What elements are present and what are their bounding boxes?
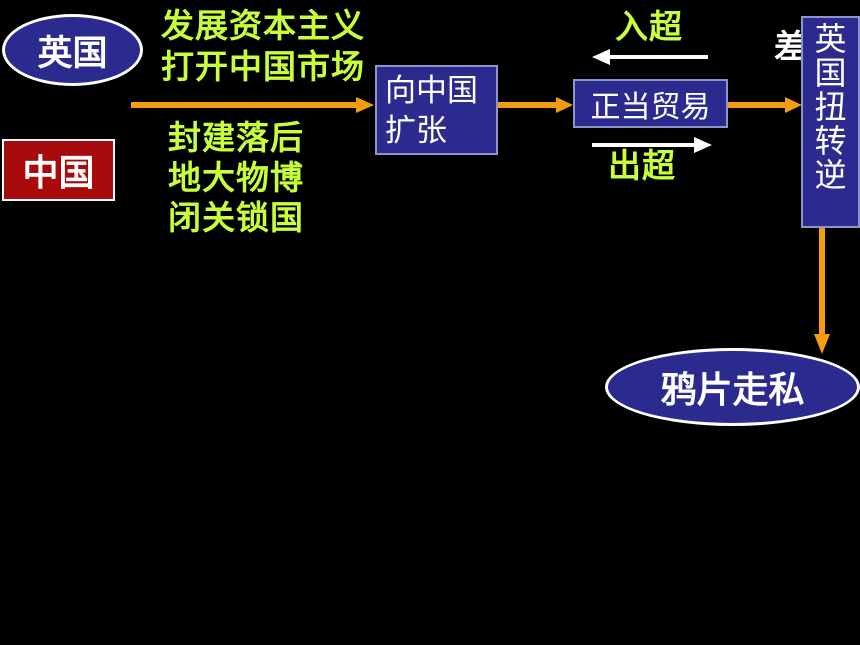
britain-node: 英国 bbox=[2, 14, 143, 86]
trade-label: 正当贸易 bbox=[590, 89, 711, 125]
china-label-2: 地大物博 bbox=[168, 158, 304, 197]
arrowhead-to-opium bbox=[814, 334, 830, 354]
expand-box: 向中国扩张 bbox=[375, 65, 498, 155]
arrow-to-trade bbox=[498, 102, 558, 108]
china-node: 中国 bbox=[2, 139, 115, 201]
export-arrowhead bbox=[694, 137, 712, 153]
export-surplus-label: 出超 bbox=[608, 146, 676, 185]
arrow-to-reverse bbox=[728, 102, 788, 108]
britain-label-2: 打开中国市场 bbox=[161, 47, 365, 86]
import-arrowhead bbox=[592, 49, 610, 65]
arrowhead-to-expand bbox=[356, 97, 374, 113]
expand-label: 向中国扩张 bbox=[385, 73, 478, 149]
export-arrow-line bbox=[592, 143, 696, 147]
britain-reverse-box: 英国扭转逆 bbox=[801, 16, 860, 228]
import-surplus-label: 入超 bbox=[615, 7, 683, 46]
opium-label: 鸦片走私 bbox=[660, 370, 805, 411]
china-label: 中国 bbox=[22, 153, 95, 194]
china-label-1: 封建落后 bbox=[168, 118, 304, 157]
arrowhead-to-trade bbox=[556, 97, 573, 113]
arrow-to-opium bbox=[819, 228, 825, 336]
china-label-3: 闭关锁国 bbox=[168, 198, 304, 237]
trade-box: 正当贸易 bbox=[573, 79, 728, 128]
arrow-to-expand bbox=[131, 102, 359, 108]
opium-node: 鸦片走私 bbox=[605, 348, 860, 426]
import-arrow-line bbox=[608, 55, 708, 59]
britain-label-1: 发展资本主义 bbox=[161, 6, 365, 45]
britain-label: 英国 bbox=[37, 33, 108, 74]
britain-reverse-label: 英国扭转逆 bbox=[814, 20, 847, 194]
arrowhead-to-reverse bbox=[785, 97, 802, 113]
